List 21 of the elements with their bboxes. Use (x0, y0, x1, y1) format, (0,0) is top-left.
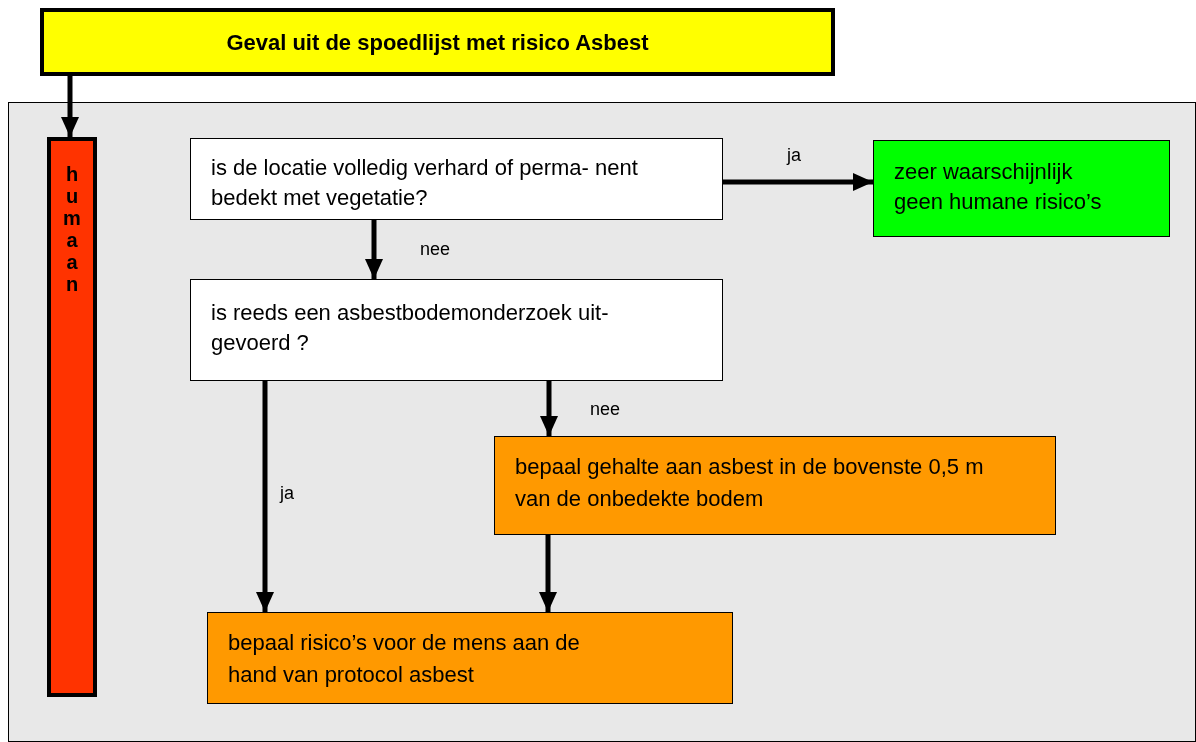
process-box (207, 612, 733, 704)
vertical-label: humaan (62, 163, 82, 297)
title-box (40, 8, 835, 76)
box-text: bepaal gehalte aan asbest in de bovenste 0,5 m van de onbedekte bodem (515, 453, 985, 513)
box-text: is reeds een asbestbodemonderzoek uit- gevoerd ? (211, 299, 610, 357)
arrow (723, 173, 873, 191)
decision-box (190, 279, 723, 381)
process-box (494, 436, 1056, 535)
arrow (540, 381, 558, 436)
box-text: Geval uit de spoedlijst met risico Asbest (226, 28, 649, 57)
box-text: zeer waarschijnlijk geen humane risico’s (894, 158, 1103, 216)
arrow (365, 220, 383, 279)
decision-box (190, 138, 723, 220)
box-text: is de locatie volledig verhard of perma- nent bedekt met vegetatie? (211, 154, 639, 212)
arrow (256, 381, 274, 612)
outcome-box (873, 140, 1170, 237)
panel-background (8, 102, 1196, 742)
box-text: bepaal risico’s voor de mens aan de hand van protocol asbest (228, 629, 581, 689)
arrow (61, 76, 79, 137)
category-bar (47, 137, 97, 697)
arrow (539, 535, 557, 612)
